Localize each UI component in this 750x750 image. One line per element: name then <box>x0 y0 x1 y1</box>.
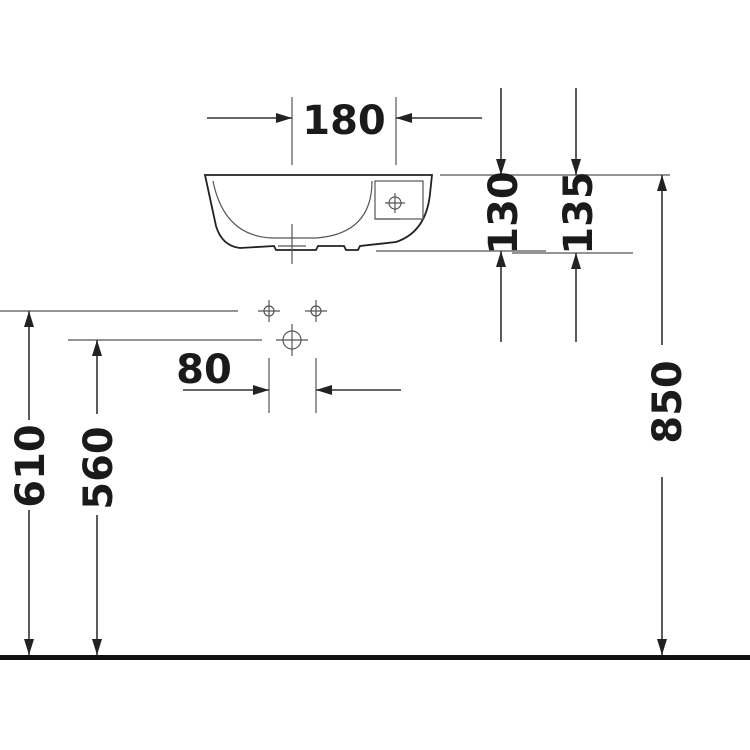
dim-180: 180 <box>207 97 482 165</box>
floor-line <box>0 655 750 660</box>
dim-610-label: 610 <box>8 424 54 508</box>
supply-connection-right <box>305 300 327 322</box>
dim-610: 610 <box>0 310 238 655</box>
dim-130-label: 130 <box>481 171 527 255</box>
waste-connection <box>276 324 308 356</box>
dim-180-label: 180 <box>302 98 386 144</box>
supply-connection-left <box>258 300 280 322</box>
connections <box>258 300 327 356</box>
dim-850: 850 <box>645 175 691 655</box>
basin <box>203 174 433 264</box>
dim-560: 560 <box>68 339 262 655</box>
dim-850-label: 850 <box>645 360 691 444</box>
dim-80-label: 80 <box>176 347 232 393</box>
dim-130: 130 <box>376 88 546 342</box>
dim-135: 135 <box>512 88 633 342</box>
dim-80: 80 <box>176 347 401 413</box>
dim-560-label: 560 <box>76 426 122 510</box>
dim-135-label: 135 <box>556 171 602 255</box>
